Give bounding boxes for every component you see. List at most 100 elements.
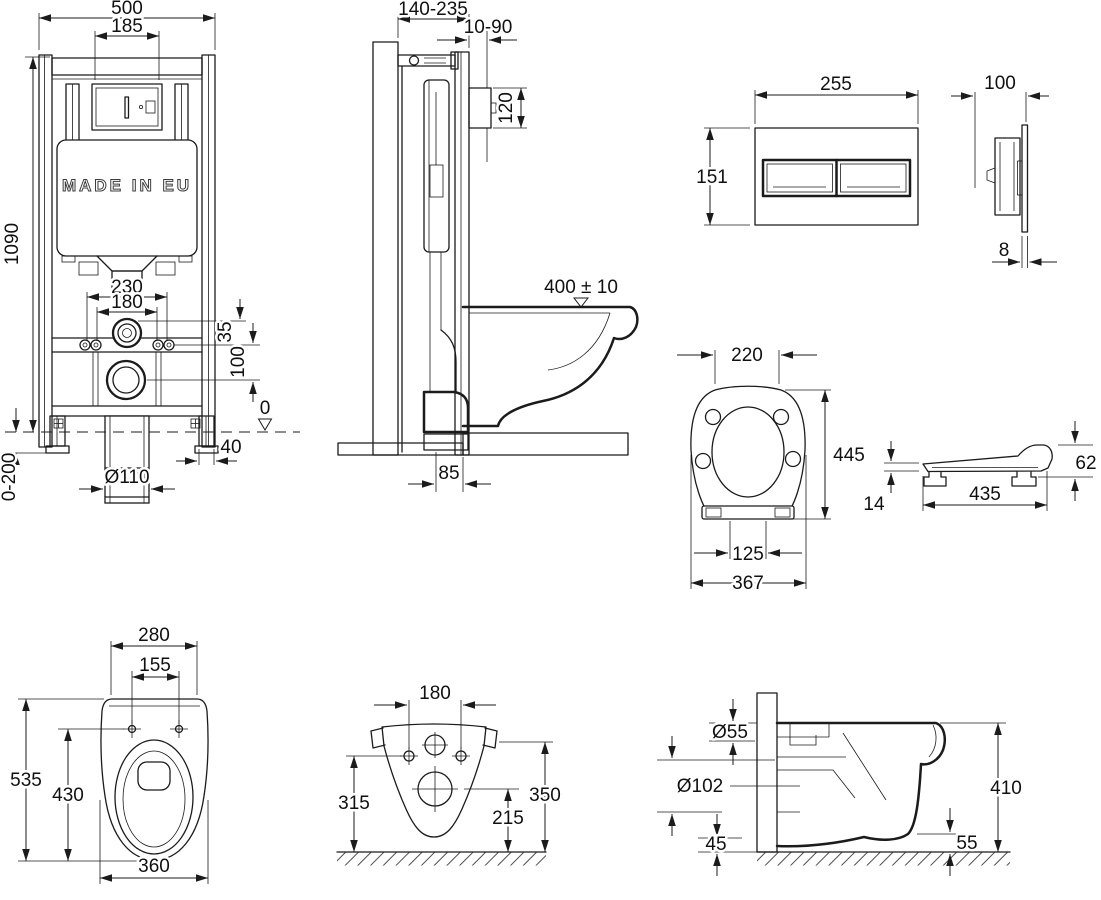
installation-side-view: 140-235 10-90 120 400 ± 10 85 xyxy=(337,0,639,492)
dim-outlet-height: 215 xyxy=(492,808,524,829)
dim-hinge-height: 62 xyxy=(1075,453,1096,474)
dimensions-plate-front: 255 151 xyxy=(694,72,919,226)
dim-leg-adjustment: 0-200 xyxy=(0,453,20,502)
inspection-shaft-side xyxy=(468,87,492,129)
cistern-side xyxy=(423,79,450,253)
dim-floor-level: 0 xyxy=(260,398,271,419)
dim-plate-depth: 100 xyxy=(984,73,1016,94)
dimensions-bowl-rear: 180 315 215 350 xyxy=(336,681,563,852)
dim-top-opening: 185 xyxy=(111,16,143,37)
bowl-rim-inner xyxy=(122,750,186,848)
toilet-side-section-view: Ø55 Ø102 45 410 55 xyxy=(657,692,1024,876)
seat-fixing-holes xyxy=(123,720,188,738)
bowl-rim xyxy=(114,739,194,855)
flush-button-left xyxy=(766,163,833,193)
dim-seat-front-width: 220 xyxy=(731,345,763,366)
bowl-section-outline xyxy=(775,721,946,848)
dim-top-height: 350 xyxy=(529,785,561,806)
dim-hinge-spacing: 125 xyxy=(732,544,764,565)
floor-hatch xyxy=(337,852,546,866)
seat-hinge xyxy=(701,505,795,520)
seat-bumpers xyxy=(694,408,802,470)
dimensions-plate-side: 100 8 xyxy=(951,71,1057,268)
dim-hole-spacing: 155 xyxy=(139,655,171,676)
toilet-bowl-side xyxy=(461,305,639,428)
rear-connections xyxy=(400,732,470,812)
frame-profile-side xyxy=(401,51,470,456)
dim-fixing-outer: 230 xyxy=(111,277,143,298)
dim-plate-thickness: 8 xyxy=(999,240,1010,261)
dim-seat-side-length: 435 xyxy=(969,484,1001,505)
dim-rim-height: 410 xyxy=(990,778,1022,799)
dim-leg-width: 40 xyxy=(220,437,241,458)
bowl-top-outline xyxy=(100,698,209,861)
dim-plate-width: 255 xyxy=(820,74,852,95)
mounting-ear-left xyxy=(370,727,386,749)
dimensions-seat-top: 220 445 125 367 xyxy=(677,343,867,597)
dim-plate-height: 151 xyxy=(696,167,728,188)
fixing-holes xyxy=(79,339,175,351)
plate-outline xyxy=(754,127,919,226)
drain-pipe xyxy=(104,415,150,504)
dim-bolt-height: 315 xyxy=(338,793,370,814)
trap-opening xyxy=(137,761,171,791)
dim-bowl-length: 430 xyxy=(52,785,84,806)
dim-seat-thickness: 14 xyxy=(863,494,885,515)
dim-overall-width: 500 xyxy=(111,0,143,19)
dim-front-clearance: 55 xyxy=(956,833,977,854)
plate-mechanism-box xyxy=(994,137,1021,216)
bowl-rear-outline xyxy=(381,723,487,838)
toilet-rear-view: 180 315 215 350 xyxy=(336,681,563,866)
drain-hole xyxy=(105,359,147,401)
drain-elbow xyxy=(422,390,470,434)
dim-rim-height: 400 ± 10 xyxy=(544,277,618,298)
dim-drain-diameter: Ø110 xyxy=(104,467,149,488)
mounting-ear-right xyxy=(482,727,498,749)
button-profile xyxy=(1017,160,1023,196)
frame-front-view: MADE IN EU 500 185 xyxy=(0,0,300,504)
dimensions-bowl-side: Ø55 Ø102 45 410 55 xyxy=(657,699,1024,876)
brick-wall xyxy=(372,41,399,456)
cistern: MADE IN EU xyxy=(56,139,198,263)
dim-drain-offset: 85 xyxy=(438,463,459,484)
frame-structure xyxy=(38,54,219,454)
dim-bolt-spacing: 180 xyxy=(419,683,451,704)
dim-shaft-height: 120 xyxy=(496,92,517,124)
dim-bowl-max-width: 360 xyxy=(138,856,170,877)
dim-outlet-diameter: Ø102 xyxy=(677,776,723,797)
water-inlet-hole xyxy=(111,317,143,349)
seat-side-view: 14 435 62 xyxy=(861,421,1099,518)
wall-bracket xyxy=(397,51,459,70)
dim-frame-height: 1090 xyxy=(2,223,23,265)
lid-inner-line xyxy=(711,406,785,498)
dim-inlet-offset: 35 xyxy=(215,321,236,342)
plate-profile xyxy=(1021,124,1029,233)
floor-section xyxy=(337,432,629,456)
dim-bowl-total-length: 535 xyxy=(10,770,42,791)
seat-profile xyxy=(922,444,1053,473)
toilet-top-view: 280 155 535 430 360 xyxy=(8,623,209,884)
rim-height-marker xyxy=(572,297,590,308)
wall-section xyxy=(756,692,778,853)
seat-outline xyxy=(690,385,806,517)
inspection-shaft xyxy=(91,83,163,131)
seat-hinge-feet xyxy=(923,471,1093,492)
flush-bend xyxy=(78,255,176,293)
dimensions-frame-front: 500 185 1090 230 180 35 100 0 0-200 40 Ø… xyxy=(0,0,273,504)
dim-wall-finish: 10-90 xyxy=(464,17,513,38)
dim-seat-overall-width: 367 xyxy=(732,573,764,594)
dimensions-side-view: 140-235 10-90 120 400 ± 10 85 xyxy=(396,0,620,492)
dim-frame-depth: 140-235 xyxy=(398,0,468,20)
dimensions-seat-side: 14 435 62 xyxy=(861,421,1099,518)
dim-outlet-offset: 100 xyxy=(228,346,249,378)
seat-lid-top-view: 220 445 125 367 xyxy=(677,343,867,597)
floor-hatch xyxy=(757,852,1010,866)
flush-button-right xyxy=(840,163,907,193)
flush-and-drain-pipes xyxy=(422,252,470,451)
dim-bottom-clearance: 45 xyxy=(705,834,726,855)
floor-level-marker xyxy=(257,418,273,431)
flush-plate-front-view: 255 151 xyxy=(694,72,919,226)
bowl-internals xyxy=(777,723,937,813)
dim-bowl-rear-width: 280 xyxy=(138,625,170,646)
